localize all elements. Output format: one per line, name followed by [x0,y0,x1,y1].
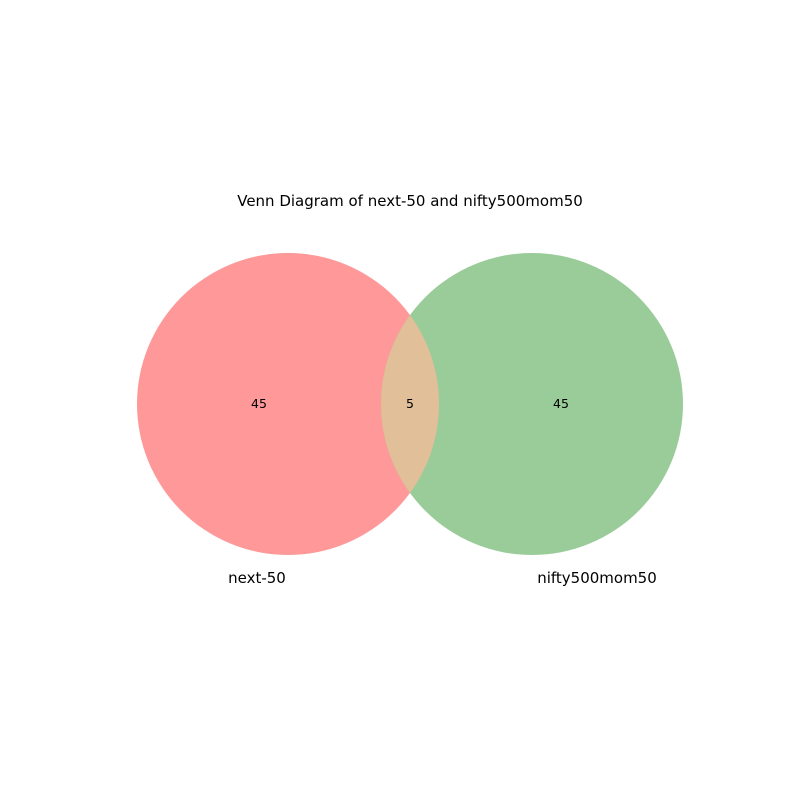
set-circle-nifty500mom50 [381,253,683,555]
set-label-nifty500mom50: nifty500mom50 [537,569,657,587]
count-intersection: 5 [406,396,414,411]
set-circle-next-50 [137,253,439,555]
count-next-50-only: 45 [251,396,267,411]
count-nifty500mom50-only: 45 [553,396,569,411]
set-label-next-50: next-50 [228,569,286,587]
diagram-title: Venn Diagram of next-50 and nifty500mom5… [237,192,583,210]
